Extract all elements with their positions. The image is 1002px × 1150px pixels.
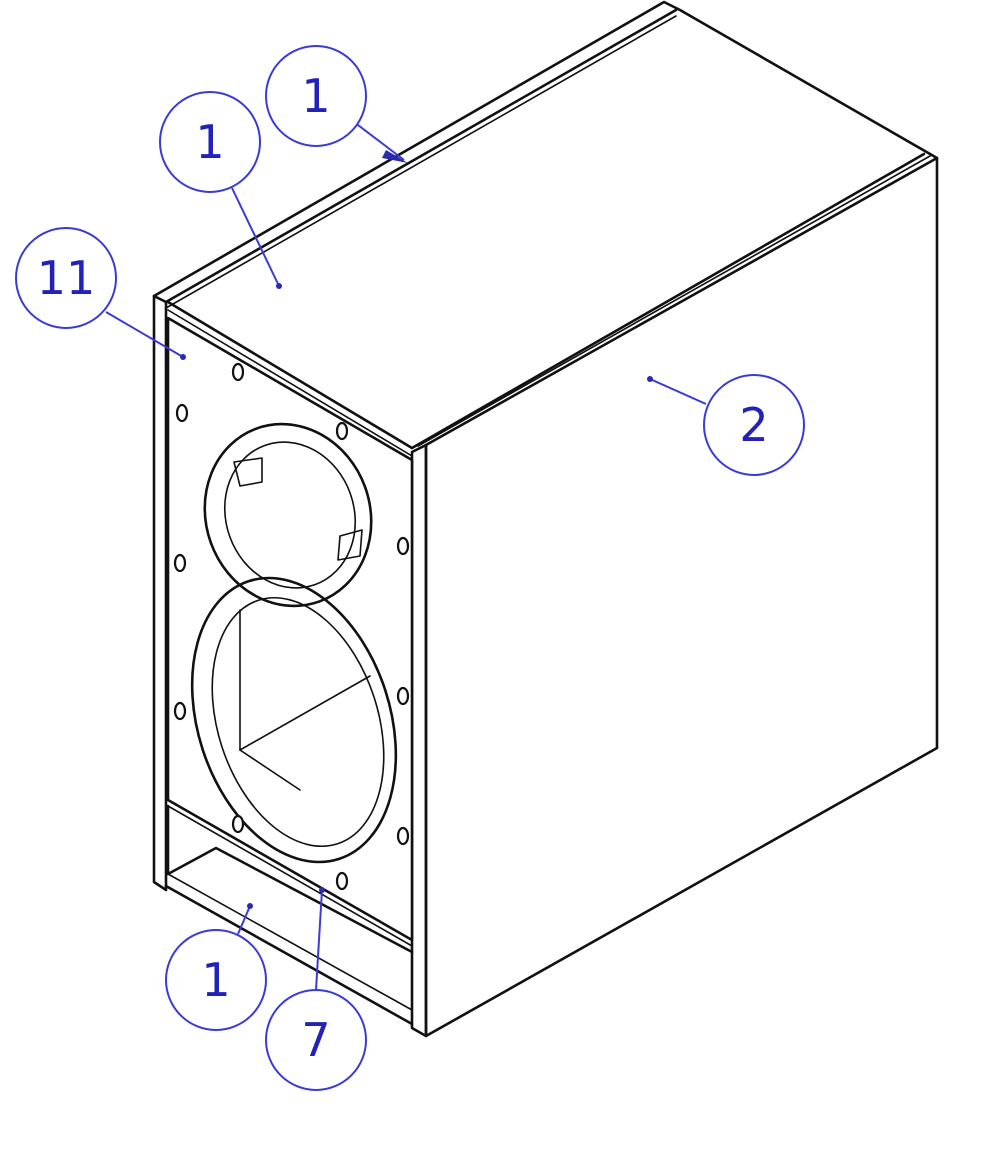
top-side-edge-inner: [417, 155, 931, 447]
leader-front-baffle: [105, 311, 184, 358]
front-baffle-outline: [166, 316, 414, 942]
mounting-holes: [173, 362, 410, 891]
tweeter-cutout: [203, 422, 373, 608]
balloon-bottom-panel: 1: [165, 929, 267, 1031]
baffle-bottom-inner: [167, 805, 413, 947]
woofer-cutout: [190, 576, 398, 864]
speaker-cabinet: [152, 0, 939, 1038]
leader-side-panel: [649, 378, 707, 405]
balloon-label: 1: [301, 69, 330, 123]
top-side-edge: [410, 152, 926, 450]
balloon-side-panel: 2: [703, 374, 805, 476]
balloon-label: 11: [37, 251, 96, 305]
inner-corner-diagonal: [239, 675, 371, 751]
port-opening: [166, 804, 414, 954]
top-rear-edge-inner: [165, 15, 677, 309]
balloon-port-shelf: 7: [265, 989, 367, 1091]
balloon-label: 1: [201, 953, 230, 1007]
balloon-label: 7: [301, 1013, 330, 1067]
leader-top-rear-panel: [353, 121, 405, 161]
side-panel-front-edge: [410, 443, 428, 1038]
balloon-top-rear-panel: 1: [265, 45, 367, 147]
top-panel-outline: [152, 0, 939, 298]
leader-bottom-panel: [237, 905, 251, 935]
top-rear-edge: [164, 8, 678, 304]
balloon-label: 1: [195, 115, 224, 169]
balloon-top-panel: 1: [159, 91, 261, 193]
leader-port-shelf: [315, 889, 323, 991]
top-front-edge-inner: [167, 309, 413, 457]
balloon-label: 2: [739, 398, 768, 452]
balloon-front-baffle: 11: [15, 227, 117, 329]
top-front-edge: [166, 300, 414, 450]
left-panel-front-edge: [152, 294, 168, 892]
bottom-panel-front-edge: [167, 873, 413, 1011]
leader-arrow-top-rear-panel: [382, 150, 408, 163]
leaders: [105, 121, 707, 991]
inner-corner-floor: [239, 749, 301, 791]
top-panel: [166, 6, 924, 448]
side-panel: [426, 158, 937, 1036]
leader-top-panel: [231, 187, 280, 287]
bottom-panel-lower-edge: [164, 884, 414, 1026]
front-baffle: [168, 318, 412, 940]
